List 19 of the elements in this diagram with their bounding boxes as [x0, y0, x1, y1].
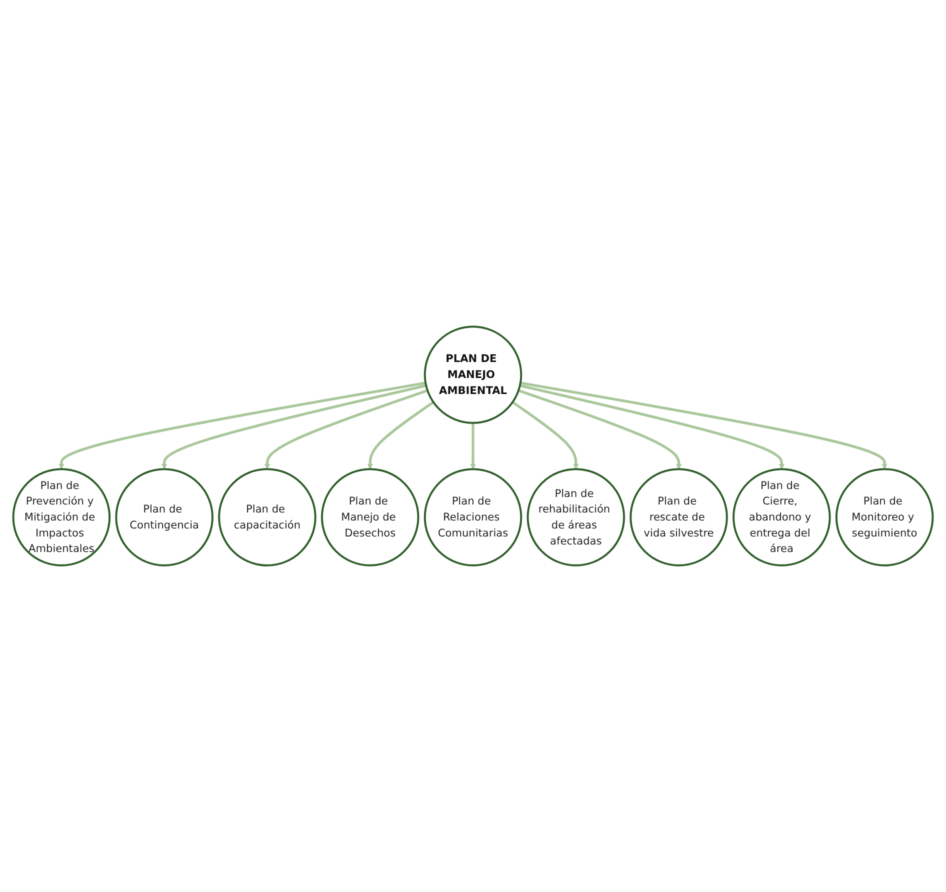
arrow — [58, 382, 426, 470]
node-circle: Plan de Relaciones Comunitarias — [424, 468, 522, 566]
node-circle: Plan de Contingencia — [115, 468, 214, 566]
arrow — [161, 384, 426, 470]
node-circle: PLAN DE MANEJO AMBIENTAL — [424, 326, 522, 424]
node-circle: Plan de Prevención y Mitigación de Impactos Ambientales — [12, 468, 111, 566]
arrow — [367, 401, 434, 470]
arrow — [520, 384, 785, 470]
arrow — [470, 422, 476, 470]
node-circle: Plan de Manejo de Desechos — [320, 468, 420, 566]
node-circle: Plan de Monitoreo y seguimiento — [835, 468, 934, 566]
arrow — [520, 382, 888, 470]
arrow — [518, 389, 682, 470]
node-circle: Plan de Cierre, abandono y entrega del área — [732, 468, 831, 566]
arrow — [512, 401, 579, 470]
node-circle: Plan de capacitación — [218, 468, 316, 566]
arrow — [264, 389, 428, 470]
node-circle: Plan de rescate de vida silvestre — [630, 468, 728, 566]
node-circle: Plan de rehabilitación de áreas afectadas — [526, 468, 626, 566]
